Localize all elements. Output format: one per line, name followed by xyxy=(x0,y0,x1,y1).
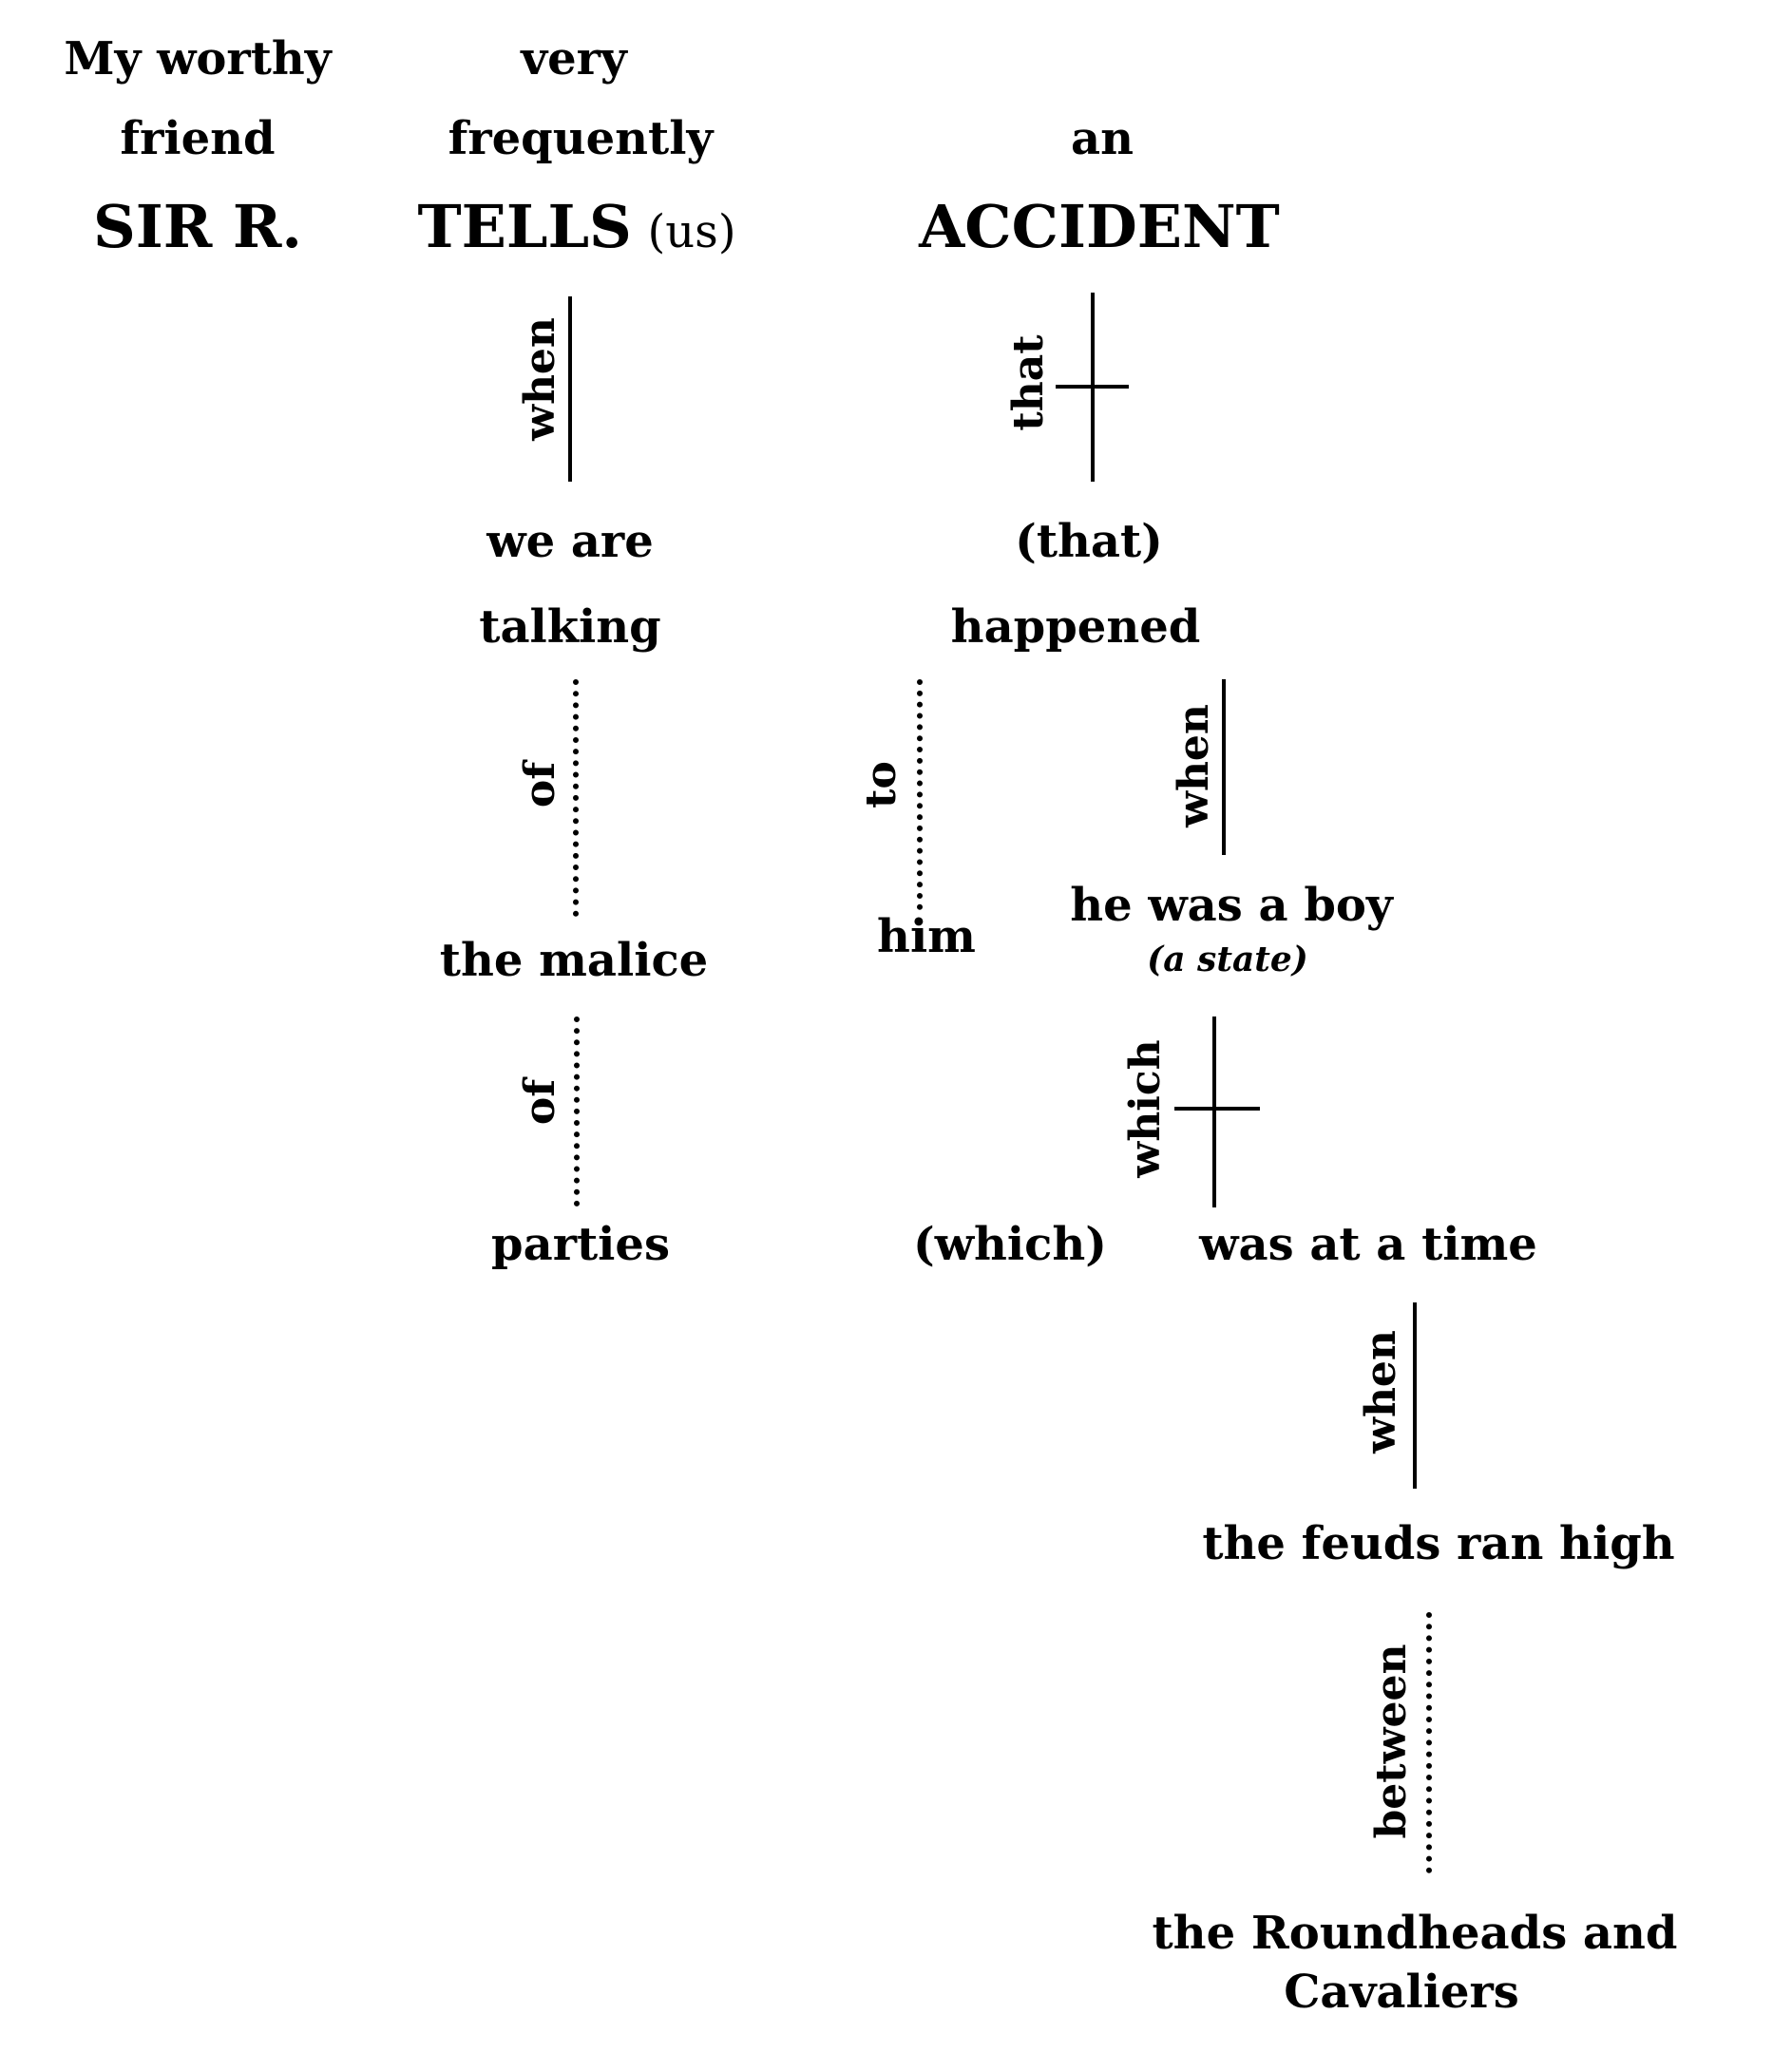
connector-when-1: when xyxy=(516,317,564,441)
clause-when-2-note: (a state) xyxy=(1147,940,1308,979)
crossbar-that xyxy=(1056,385,1129,389)
preposition-of-2: of xyxy=(516,1078,564,1126)
connector-line-when-3 xyxy=(1413,1302,1417,1489)
connector-line-when-1 xyxy=(568,296,572,482)
object-modifier: an xyxy=(1071,112,1134,165)
prep-between-line2: Cavaliers xyxy=(1284,1966,1519,2019)
connector-when-3: when xyxy=(1357,1330,1405,1454)
connector-when-2: when xyxy=(1170,704,1218,827)
crossbar-which xyxy=(1174,1107,1260,1111)
clause-when-1-line2: talking xyxy=(479,600,661,654)
clause-which-subject: (which) xyxy=(913,1218,1107,1271)
preposition-to: to xyxy=(857,761,906,808)
predicate-word: TELLS xyxy=(417,192,632,261)
preposition-between: between xyxy=(1367,1644,1416,1839)
clause-which-predicate: was at a time xyxy=(1199,1218,1537,1271)
dotted-line-to xyxy=(917,679,923,910)
connector-line-which xyxy=(1212,1016,1216,1207)
predicate-implied: (us) xyxy=(647,205,736,258)
object-word: ACCIDENT xyxy=(919,192,1280,261)
prep-of-1-object: the malice xyxy=(439,934,709,987)
prep-between-line1: the Roundheads and xyxy=(1152,1907,1678,1960)
dotted-line-between xyxy=(1426,1612,1432,1873)
connector-which: which xyxy=(1121,1039,1170,1178)
clause-when-3-text: the feuds ran high xyxy=(1202,1517,1675,1570)
predicate-modifier-1: very xyxy=(521,32,627,86)
subject-word: SIR R. xyxy=(93,192,302,261)
preposition-of-1: of xyxy=(516,761,564,808)
predicate-modifier-2: frequently xyxy=(448,112,714,165)
dotted-line-of-1 xyxy=(573,679,579,917)
dotted-line-of-2 xyxy=(574,1016,580,1206)
prep-to-object: him xyxy=(877,910,976,963)
connector-line-when-2 xyxy=(1222,679,1226,855)
prep-of-2-object: parties xyxy=(491,1218,670,1271)
clause-that-subject: (that) xyxy=(1015,515,1163,568)
connector-that: that xyxy=(1004,334,1053,431)
subject-modifier-2: friend xyxy=(120,112,276,165)
clause-when-2-text: he was a boy xyxy=(1070,879,1393,932)
predicate-group: TELLS (us) xyxy=(417,198,735,256)
clause-that-verb: happened xyxy=(950,600,1201,654)
clause-when-1-line1: we are xyxy=(486,515,654,568)
subject-modifier-1: My worthy xyxy=(64,32,332,86)
